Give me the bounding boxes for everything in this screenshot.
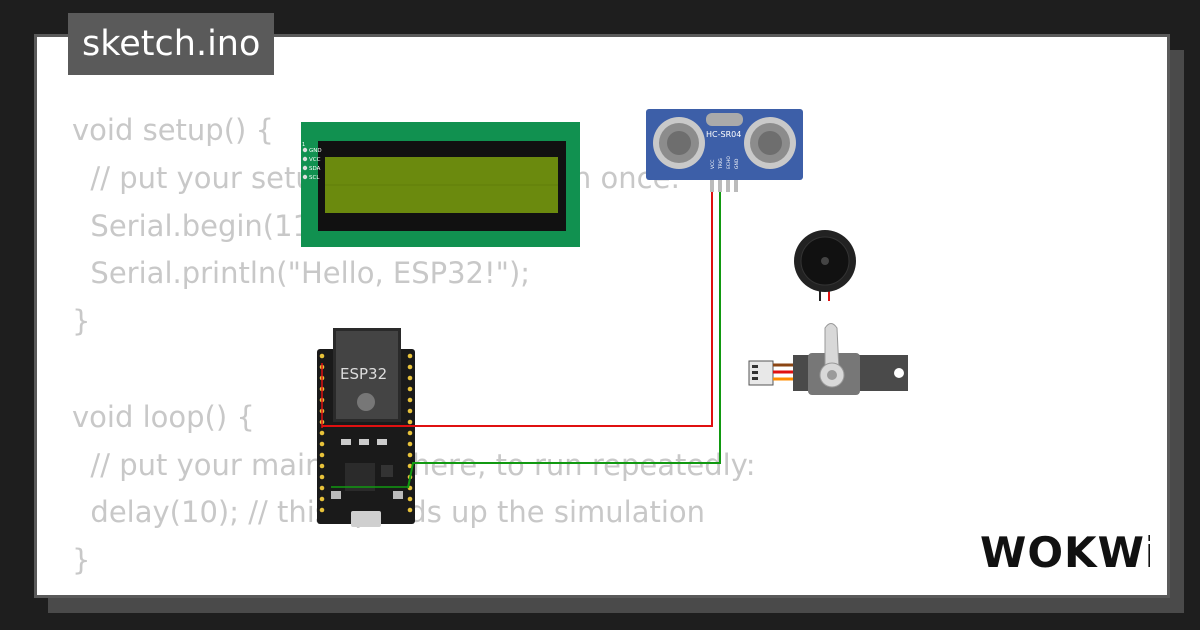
wokwi-logo-text: WOKWi (980, 528, 1150, 577)
code-line: void loop() { (72, 399, 255, 434)
wire-vcc (322, 192, 713, 427)
esp32-board[interactable]: ESP32 (317, 328, 415, 527)
ultrasonic-pin-gnd: GND (734, 158, 740, 169)
lcd-pin-scl: SCL (309, 175, 320, 181)
circuit-diagram: 1 GND VCC SDA SCL HC-SR04 VCC TRIG ECHO … (301, 109, 908, 527)
ultrasonic-pin-vcc: VCC (710, 160, 716, 169)
lcd-pin-header: 1 GND VCC SDA SCL (302, 142, 322, 181)
wire-signal (407, 192, 721, 489)
lcd-display[interactable]: 1 GND VCC SDA SCL (301, 122, 580, 247)
ultrasonic-label: HC-SR04 (706, 130, 741, 139)
lcd-pin-gnd: GND (309, 148, 322, 154)
lcd-pin-sda: SDA (309, 166, 321, 172)
lcd-pin-vcc: VCC (309, 157, 321, 163)
simulator-canvas[interactable]: void setup() { // put your setup code he… (34, 34, 1170, 598)
esp32-label: ESP32 (340, 365, 387, 383)
svg-text:1: 1 (302, 142, 305, 148)
buzzer[interactable] (794, 230, 856, 301)
file-tab-sketch[interactable]: sketch.ino (68, 13, 275, 75)
ultrasonic-sensor[interactable]: HC-SR04 VCC TRIG ECHO GND (646, 109, 803, 192)
code-line: Serial.println("Hello, ESP32!"); (72, 256, 531, 291)
code-line: void setup() { (72, 113, 274, 147)
file-tab-label: sketch.ino (82, 24, 261, 64)
wokwi-logo: WOKWi (980, 528, 1150, 577)
code-line: } (72, 543, 91, 578)
code-line: } (72, 304, 91, 339)
servo-motor[interactable] (748, 323, 908, 396)
ultrasonic-pin-echo: ECHO (726, 156, 732, 169)
ultrasonic-pin-trig: TRIG (718, 158, 724, 170)
